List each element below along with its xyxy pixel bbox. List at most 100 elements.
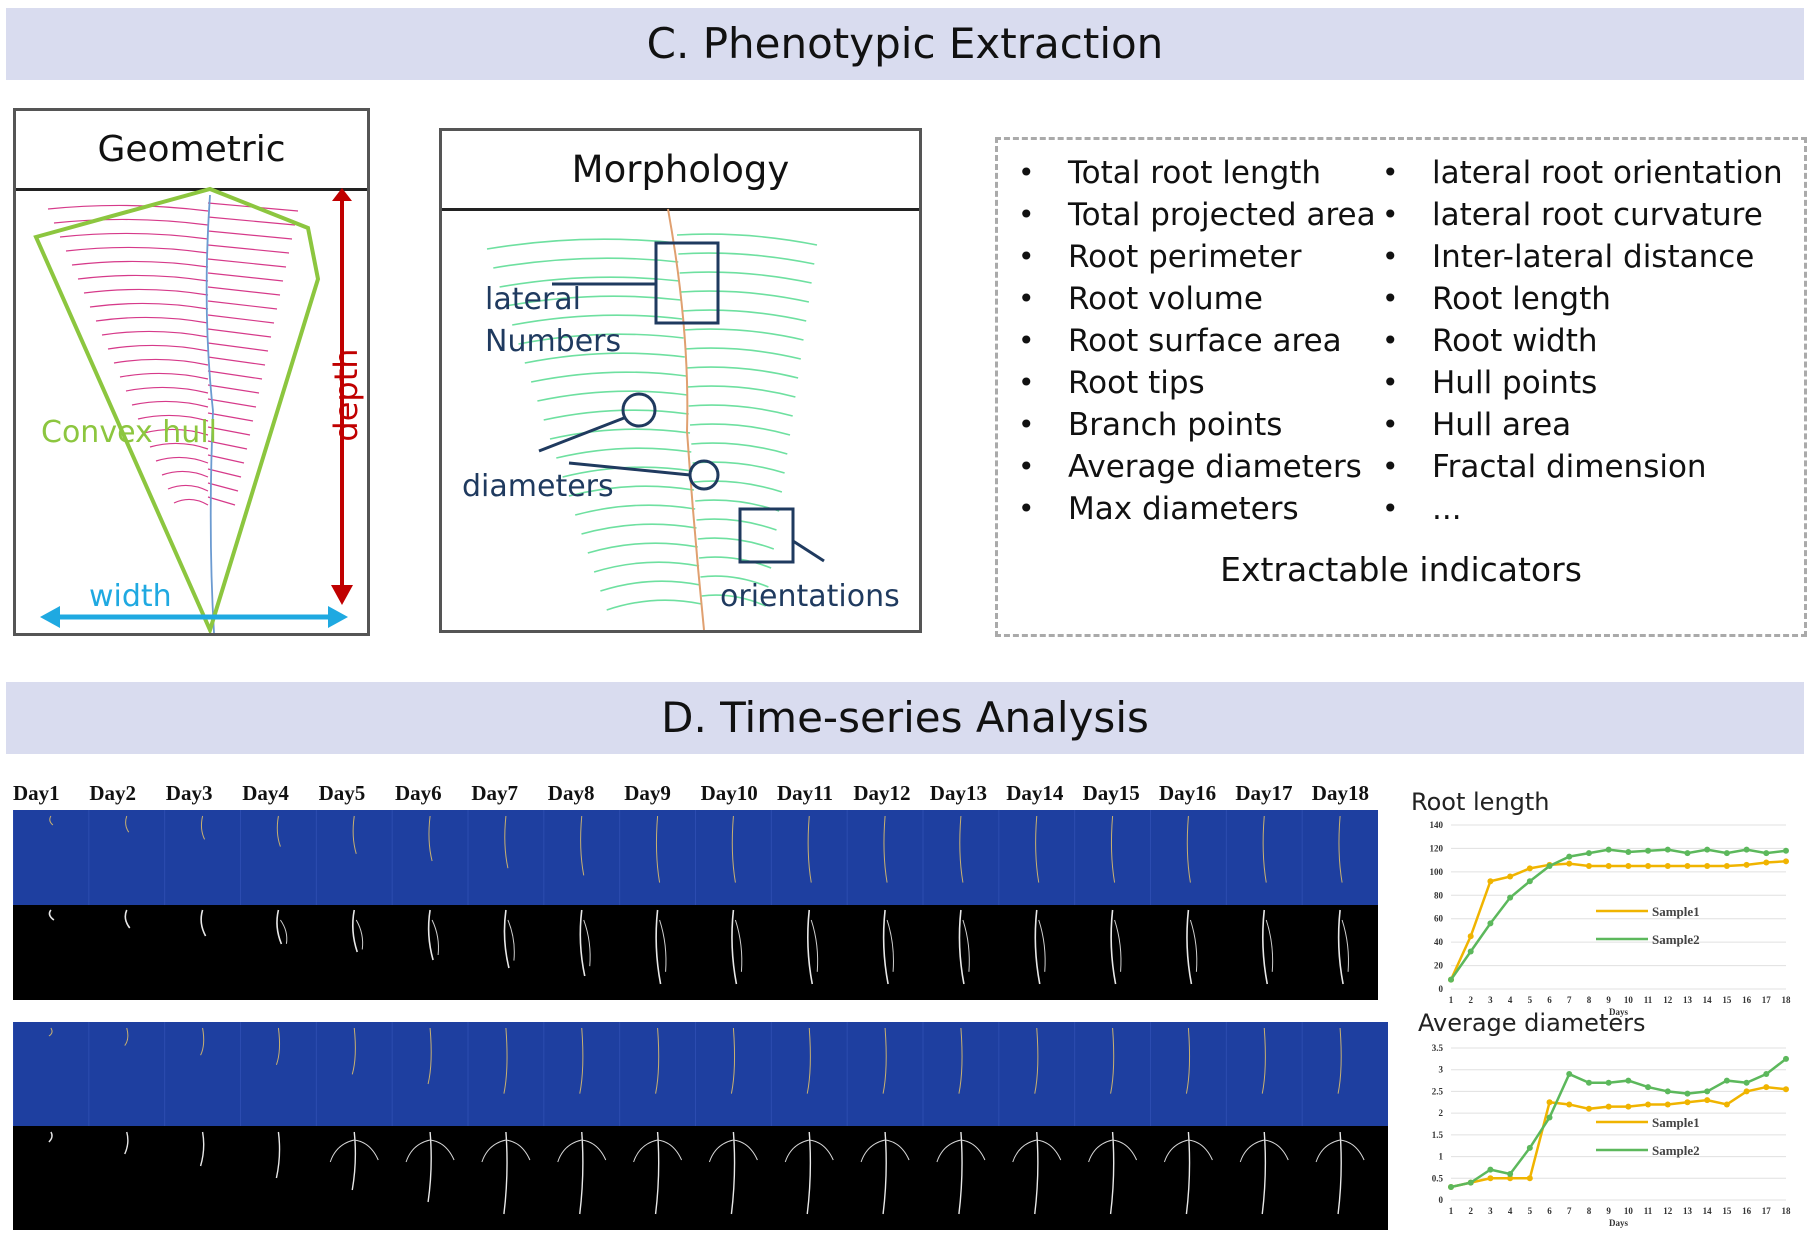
- section-d-title: D. Time-series Analysis: [661, 693, 1149, 742]
- lateral-root-left: [149, 442, 209, 450]
- data-point: [1684, 1090, 1691, 1097]
- root-photo-sample2: [275, 1027, 281, 1065]
- root-photo-sample2: [579, 1027, 584, 1094]
- day-label: Day14: [1006, 781, 1064, 805]
- data-point: [1566, 1101, 1573, 1108]
- data-point: [1743, 1088, 1750, 1095]
- lateral-label-line1: lateral: [485, 282, 581, 317]
- data-point: [1704, 863, 1711, 869]
- width-arrow-left: [40, 606, 60, 628]
- root-mask-branch: [810, 919, 819, 972]
- x-tick-label: 15: [1722, 995, 1732, 1005]
- data-point: [1605, 863, 1612, 869]
- data-point: [1526, 1175, 1533, 1182]
- root-mask-branch: [1188, 1139, 1213, 1161]
- root-length-chart-title: Root length: [1411, 788, 1550, 816]
- depth-arrow-top: [332, 188, 352, 201]
- data-point: [1704, 1097, 1711, 1104]
- orientation-box: [738, 507, 795, 564]
- day-label: Day1: [13, 781, 60, 805]
- data-point: [1526, 878, 1533, 885]
- x-tick-label: 8: [1587, 1206, 1592, 1216]
- x-tick-label: 16: [1742, 995, 1752, 1005]
- data-point: [1783, 1086, 1789, 1093]
- lateral-root-left: [143, 428, 209, 436]
- root-photo-sample2: [1261, 1027, 1266, 1094]
- root-mask-branch: [659, 919, 667, 972]
- root-mask-branch: [657, 1139, 683, 1161]
- day-label: Day11: [777, 781, 834, 805]
- lateral-root-right: [207, 230, 293, 240]
- y-tick-label: 140: [1430, 820, 1444, 830]
- orientations-label: orientations: [720, 579, 900, 614]
- data-point: [1566, 853, 1573, 860]
- lateral-root-left: [113, 358, 209, 366]
- day-label: Day7: [471, 781, 519, 805]
- root-mask-branch: [405, 1139, 431, 1163]
- morph-lateral-left: [581, 523, 697, 535]
- morph-lateral-left: [556, 447, 692, 459]
- root-mask-sample1: [1034, 909, 1041, 985]
- data-point: [1704, 846, 1711, 853]
- root-mask-sample1: [351, 909, 359, 953]
- y-tick-label: 0: [1439, 984, 1444, 994]
- x-tick-label: 10: [1624, 1206, 1634, 1216]
- data-point: [1585, 1079, 1592, 1086]
- data-point: [1526, 1144, 1533, 1151]
- data-point: [1625, 863, 1632, 869]
- indicator-item: Average diameters: [1018, 446, 1376, 488]
- root-mask-branch: [936, 1139, 962, 1163]
- root-photo-sample2: [48, 1027, 53, 1037]
- x-tick-label: 11: [1644, 995, 1653, 1005]
- morph-lateral-right: [688, 404, 793, 417]
- lateral-root-left: [167, 484, 209, 492]
- root-mask-branch: [1315, 1139, 1341, 1163]
- lateral-label: lateral Numbers: [485, 279, 621, 363]
- x-tick-label: 11: [1644, 1206, 1653, 1216]
- data-point: [1487, 1166, 1494, 1173]
- depth-label: depth: [327, 348, 365, 442]
- day-label: Day9: [624, 781, 671, 805]
- morph-lateral-left: [499, 276, 680, 288]
- indicator-item: Branch points: [1018, 404, 1376, 446]
- morphology-panel: Morphology lateral Numbers diameters ori…: [439, 128, 922, 633]
- data-point: [1467, 948, 1474, 955]
- data-point: [1625, 1103, 1632, 1110]
- morph-lateral-right: [682, 309, 807, 322]
- y-tick-label: 2: [1439, 1108, 1444, 1118]
- root-photo-sample2: [1337, 1027, 1342, 1094]
- lateral-root-left: [83, 288, 209, 296]
- morph-lateral-left: [493, 257, 679, 269]
- root-mask-branch: [507, 919, 515, 961]
- x-tick-label: 17: [1762, 1206, 1772, 1216]
- data-point: [1448, 976, 1454, 983]
- root-photo-sample2: [503, 1027, 508, 1094]
- data-point: [1448, 1183, 1454, 1190]
- data-point: [1723, 1077, 1730, 1084]
- lateral-root-left: [161, 470, 209, 478]
- indicator-item: Root length: [1382, 278, 1783, 320]
- morph-lateral-right: [689, 423, 791, 436]
- root-mask-sample1: [1262, 909, 1269, 985]
- indicator-item: ...: [1382, 488, 1783, 530]
- indicator-item: lateral root orientation: [1382, 152, 1783, 194]
- root-mask-branch: [481, 1139, 507, 1163]
- morph-lateral-left: [505, 295, 681, 307]
- root-photo-sample1: [352, 815, 357, 854]
- data-point: [1684, 863, 1691, 869]
- data-point: [1704, 1088, 1711, 1095]
- morph-lateral-right: [684, 347, 801, 360]
- diameter-circle-2: [688, 459, 720, 491]
- root-photo-sample1: [580, 815, 585, 876]
- data-point: [1487, 878, 1494, 885]
- x-tick-label: 14: [1703, 995, 1713, 1005]
- indicator-item: Root width: [1382, 320, 1783, 362]
- morph-lateral-left: [537, 390, 688, 402]
- lateral-root-left: [173, 498, 209, 506]
- x-tick-label: 7: [1567, 1206, 1572, 1216]
- root-photo-sample2: [124, 1027, 129, 1046]
- data-point: [1743, 846, 1750, 853]
- root-mask-branch: [1038, 919, 1046, 972]
- root-mask-branch: [329, 1139, 355, 1163]
- data-point: [1467, 1179, 1474, 1186]
